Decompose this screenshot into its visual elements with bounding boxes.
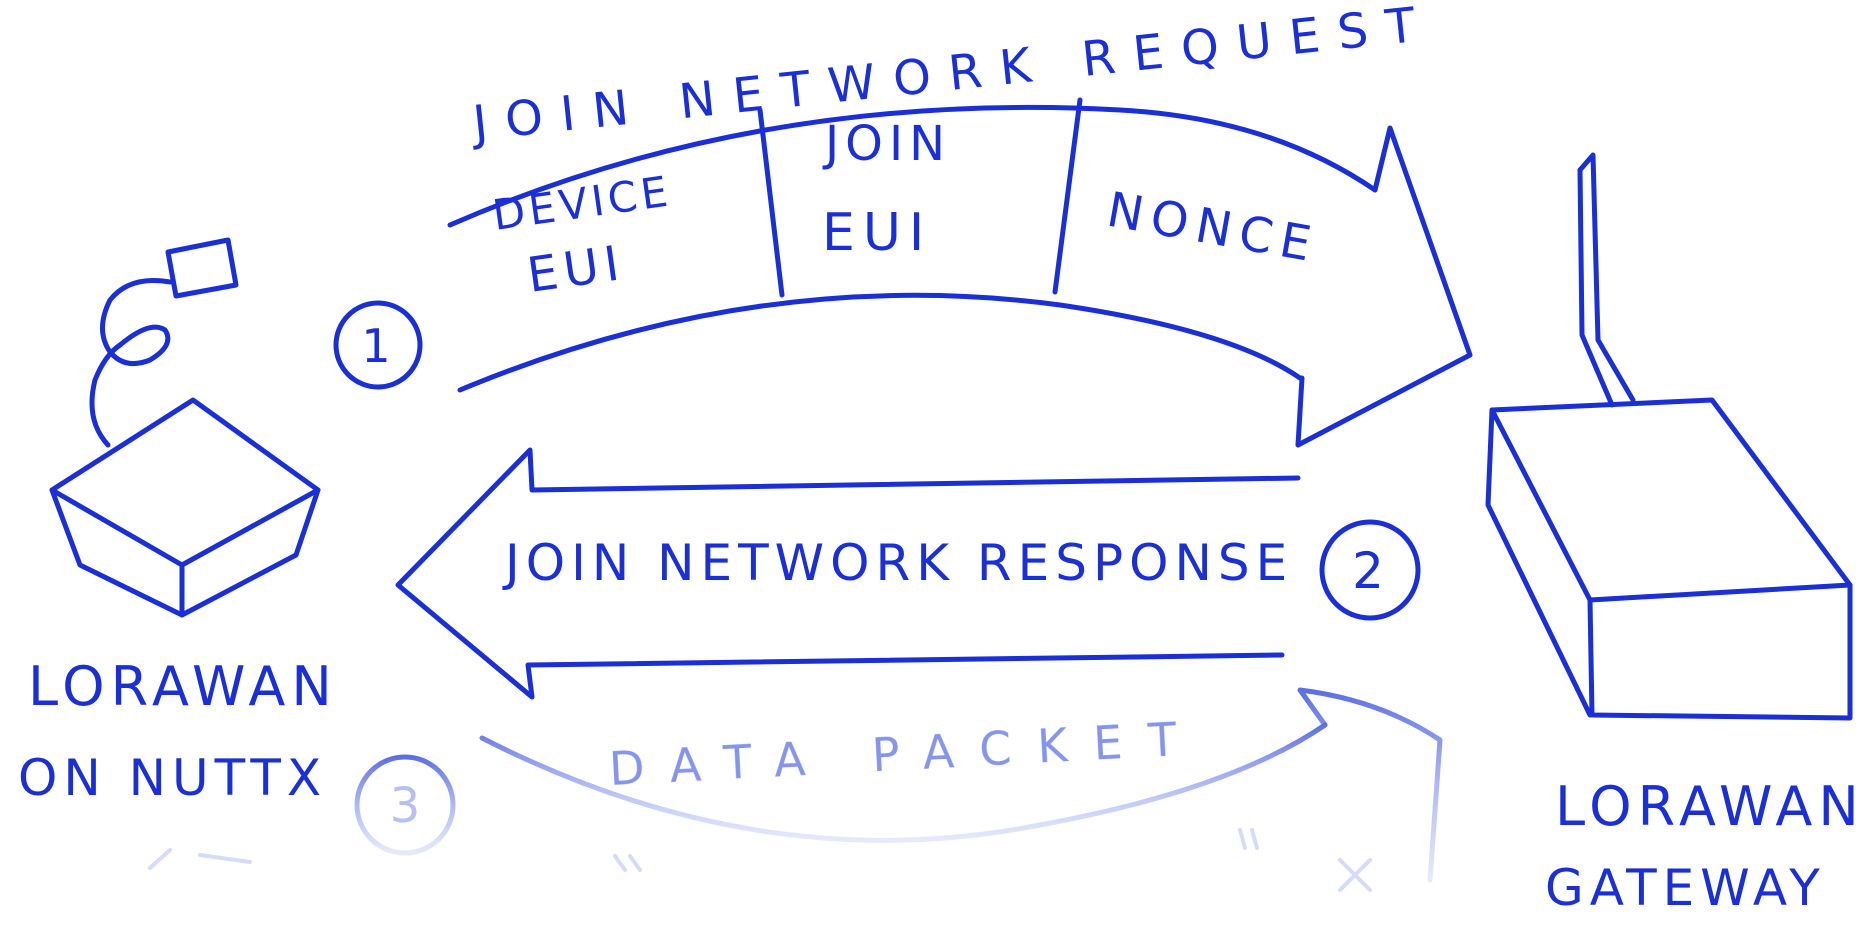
- join-response-arrow: [395, 447, 1301, 700]
- request-number: 1: [361, 319, 394, 373]
- request-title: JOIN NETWORK REQUEST: [467, 0, 1435, 152]
- field-nonce: NONCE: [1103, 182, 1323, 274]
- response-number: 2: [1352, 542, 1388, 600]
- step-1-circle: [333, 300, 423, 390]
- faded-marks: [148, 828, 1372, 892]
- data-packet-arrow: [354, 687, 1443, 883]
- lorawan-device-icon: [49, 237, 321, 618]
- step-3-circle: [354, 754, 456, 856]
- lorawan-gateway-icon: [1485, 152, 1853, 721]
- device-label-line1: LORAWAN: [28, 655, 338, 718]
- field-join-eui-line2: EUI: [822, 203, 932, 263]
- device-label-line2: ON NUTTX: [18, 749, 327, 807]
- field-device-eui-line2: EUI: [524, 235, 628, 304]
- response-title: JOIN NETWORK RESPONSE: [502, 534, 1293, 592]
- gateway-label-line2: GATEWAY: [1545, 859, 1826, 917]
- gateway-label-line1: LORAWAN: [1555, 775, 1865, 838]
- data-packet-number: 3: [390, 778, 421, 834]
- field-join-eui-line1: JOIN: [822, 116, 951, 172]
- field-divider-1: [757, 107, 785, 298]
- step-2-circle: [1319, 519, 1421, 621]
- field-divider-2: [1052, 97, 1083, 295]
- data-packet-title: DATA PACKET: [608, 711, 1204, 796]
- join-request-arrow: [447, 97, 1473, 448]
